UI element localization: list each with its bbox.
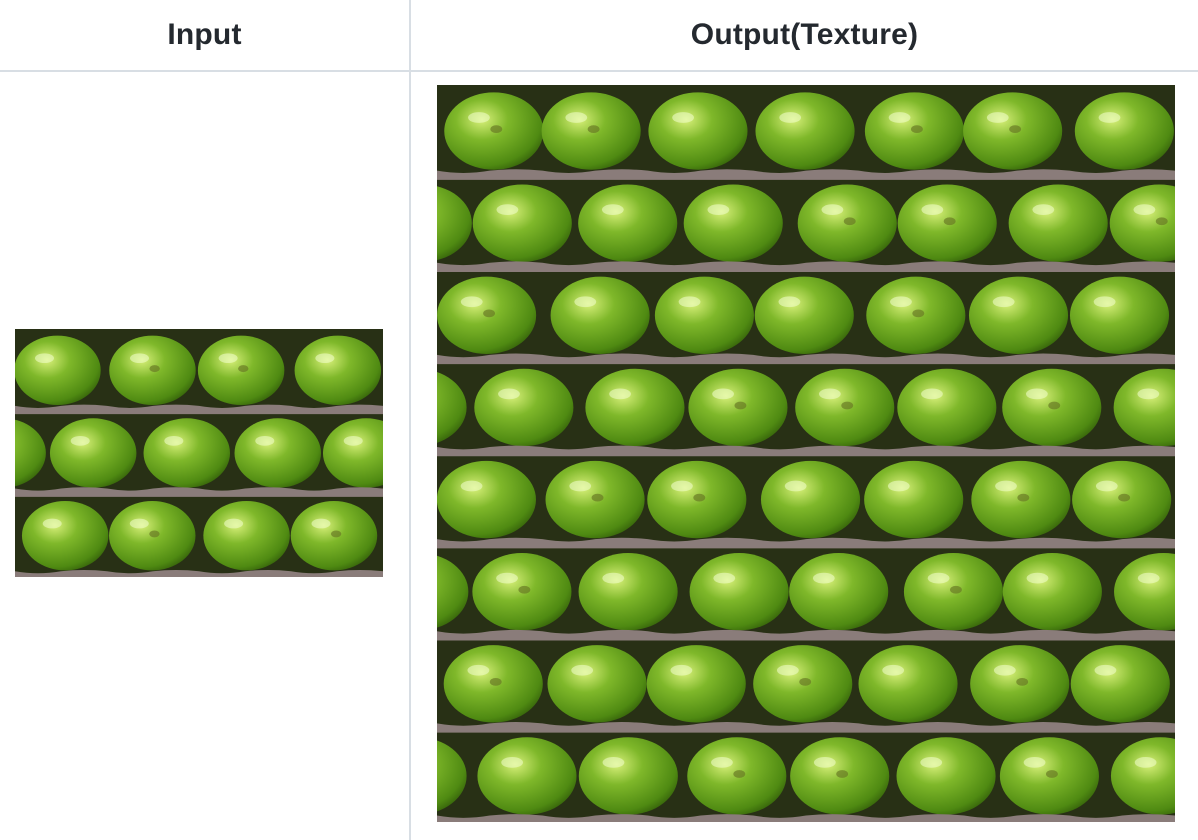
apple: [790, 737, 890, 815]
apple: [654, 276, 754, 355]
apple: [971, 460, 1071, 539]
apple: [1074, 92, 1174, 170]
apple: [143, 418, 231, 488]
apple: [903, 552, 1004, 631]
header-divider: [0, 70, 1198, 72]
apple: [789, 552, 889, 631]
apple: [578, 184, 678, 262]
tray-strip: [437, 722, 1175, 733]
apple: [760, 460, 861, 539]
tray-strip: [15, 404, 383, 415]
apple: [896, 737, 996, 815]
apple: [858, 645, 958, 723]
apple: [683, 184, 783, 262]
apple: [474, 368, 574, 447]
apple: [647, 460, 747, 539]
apple: [648, 92, 748, 170]
apple: [437, 460, 536, 539]
apple: [897, 368, 997, 447]
apple: [797, 184, 897, 262]
apple: [999, 737, 1099, 815]
apple: [15, 419, 46, 487]
apple: [970, 645, 1070, 723]
apple: [547, 645, 647, 723]
apple: [754, 276, 854, 355]
apple: [1072, 460, 1172, 539]
apple: [21, 500, 109, 571]
column-divider: [409, 0, 411, 840]
apple: [437, 555, 469, 628]
apple: [864, 460, 964, 539]
apple: [545, 460, 645, 539]
apple: [755, 92, 855, 170]
apple: [1114, 553, 1175, 631]
apple: [753, 645, 853, 723]
apple: [1113, 368, 1175, 447]
input-apple-image: [15, 329, 383, 577]
tray-strip: [437, 353, 1175, 365]
tray-strip: [437, 445, 1175, 457]
apple: [477, 737, 577, 815]
apple: [897, 184, 997, 262]
output-apple-texture: [437, 85, 1175, 822]
apple: [437, 372, 467, 443]
apple: [687, 737, 787, 815]
output-texture-image: [437, 85, 1175, 822]
apple: [963, 92, 1063, 170]
apple: [541, 92, 641, 170]
apple: [1008, 184, 1108, 262]
apple: [322, 418, 383, 488]
apple: [550, 276, 650, 355]
apple: [109, 500, 196, 571]
apple: [472, 552, 572, 631]
apple: [197, 335, 285, 406]
apple: [795, 368, 895, 447]
apple: [1110, 737, 1175, 815]
tray-strip: [437, 629, 1175, 641]
apple: [578, 552, 678, 631]
apple: [443, 645, 543, 723]
apple: [437, 276, 537, 355]
apple: [444, 92, 544, 170]
apple: [1002, 368, 1102, 447]
tray-strip: [15, 487, 383, 497]
apple: [1069, 276, 1170, 355]
apple: [1002, 552, 1102, 631]
header-input: Input: [167, 18, 242, 51]
apple: [688, 368, 788, 447]
apple: [294, 335, 382, 406]
tray-strip: [15, 569, 383, 577]
apple: [49, 418, 137, 488]
apple: [585, 368, 685, 447]
input-apple-texture: [15, 329, 383, 577]
apple: [437, 186, 472, 261]
apple: [109, 335, 196, 406]
tray-strip: [437, 814, 1175, 822]
apple: [968, 276, 1069, 355]
apple: [646, 645, 746, 723]
apple: [578, 737, 678, 815]
apple: [1070, 645, 1170, 723]
tray-strip: [437, 169, 1175, 180]
apple: [234, 418, 321, 488]
apple: [290, 500, 378, 571]
tray-strip: [437, 261, 1175, 273]
tray-strip: [437, 537, 1175, 549]
apple: [472, 184, 572, 262]
apple: [864, 92, 964, 170]
apple: [15, 335, 101, 406]
apple: [203, 500, 290, 571]
apple: [437, 740, 467, 812]
apple: [689, 552, 789, 631]
apple: [866, 276, 966, 355]
header-output: Output(Texture): [690, 18, 919, 51]
apple: [1109, 184, 1175, 262]
